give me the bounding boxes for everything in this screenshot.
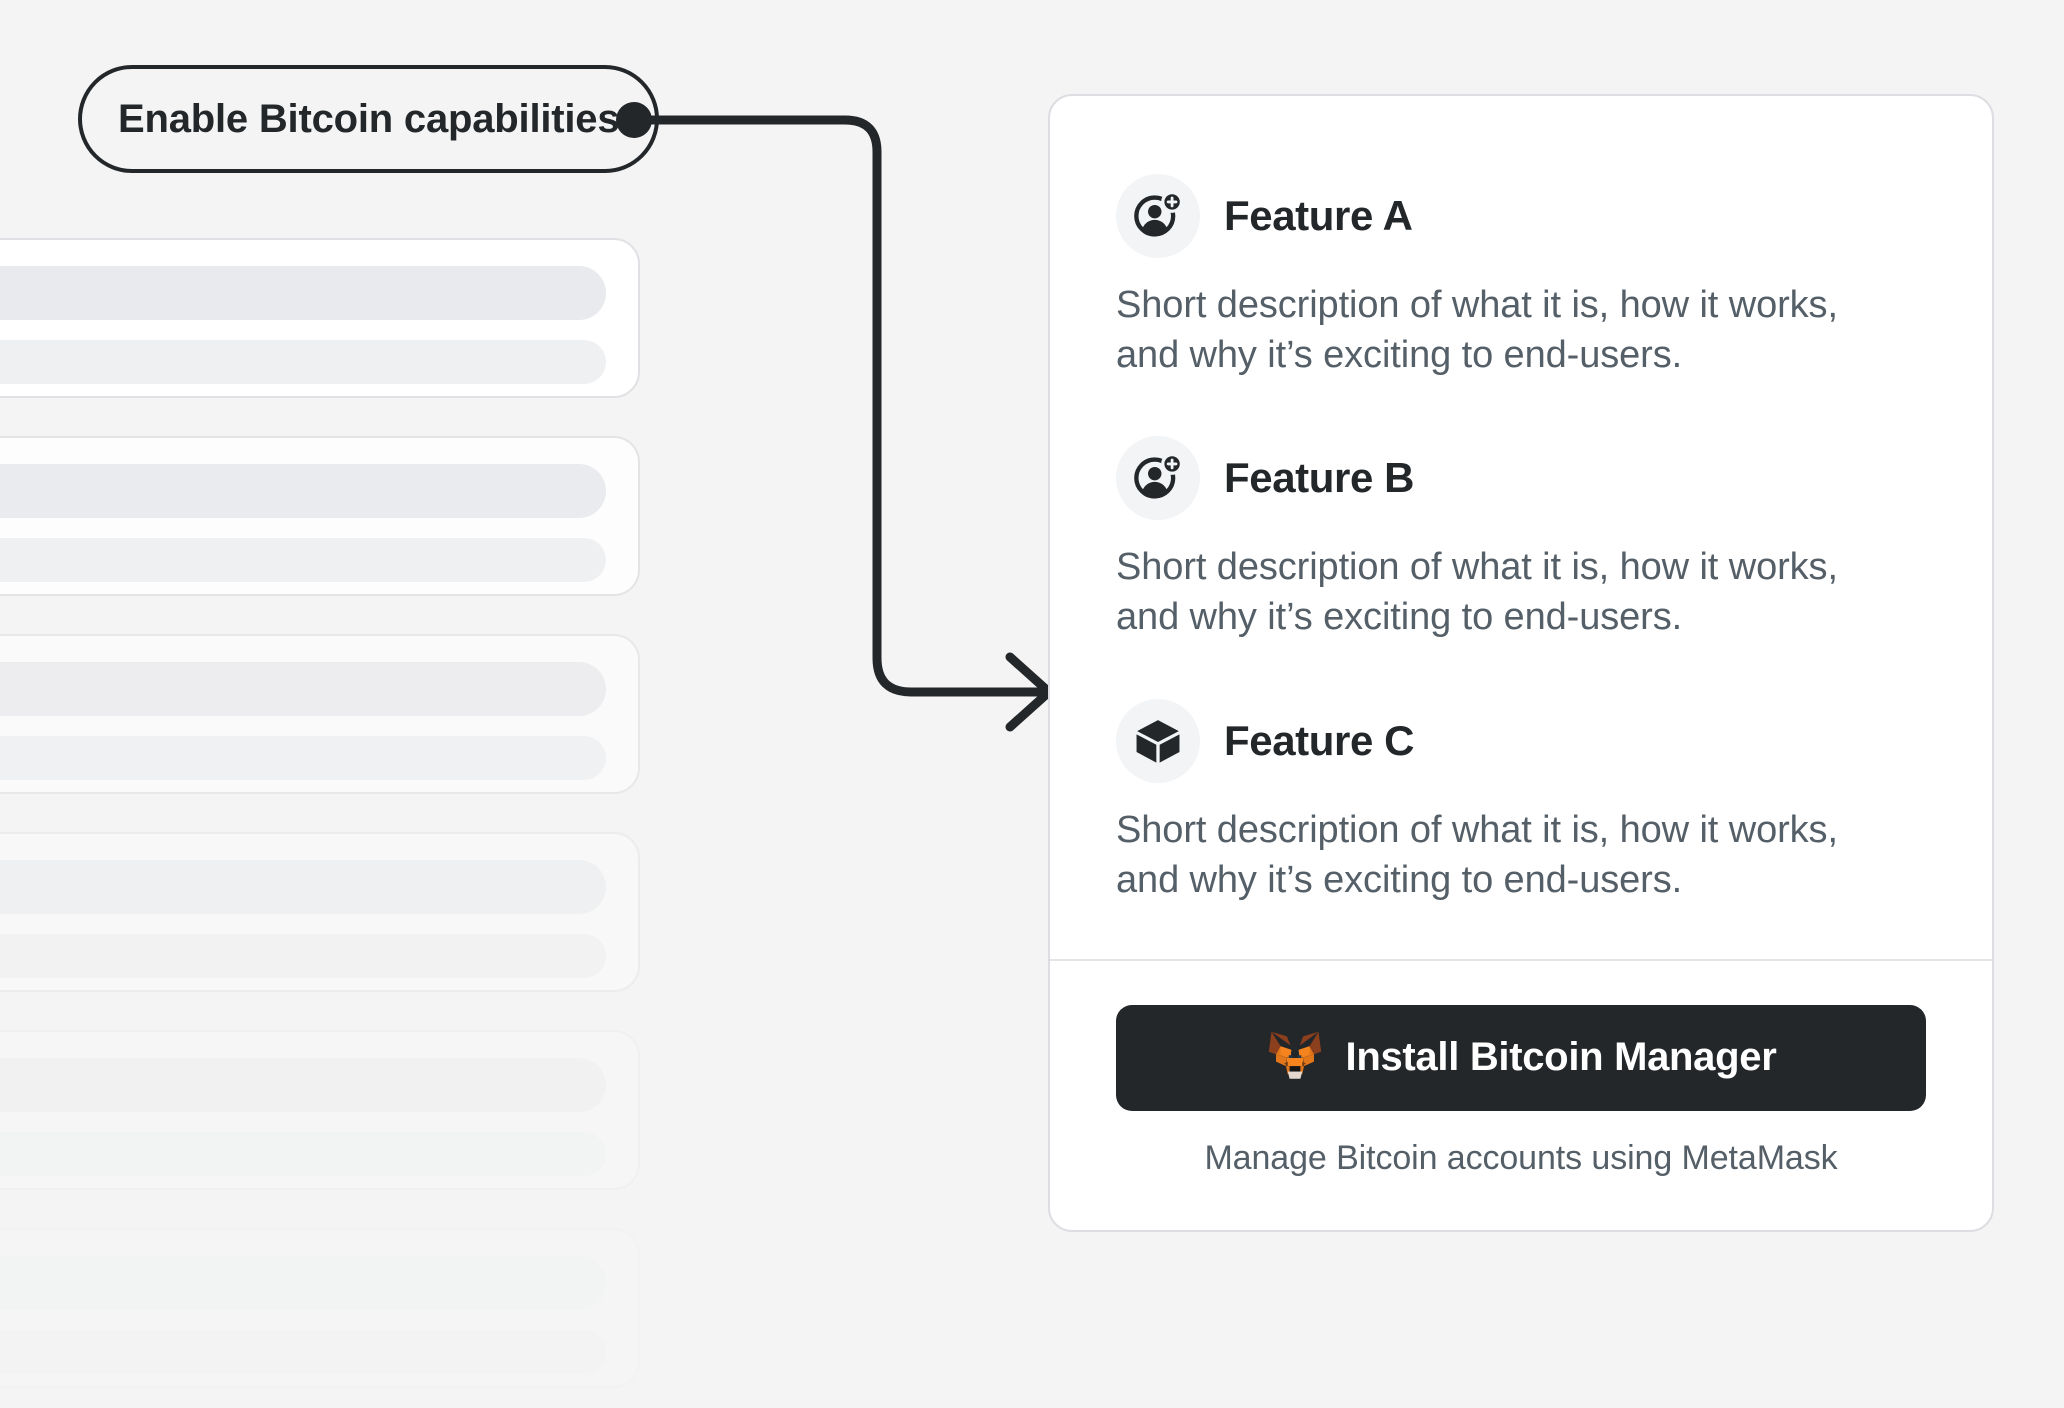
placeholder-card [0,1030,640,1190]
callout-label-text: Enable Bitcoin capabilities [118,96,620,141]
callout-label: Enable Bitcoin capabilities [78,65,660,173]
install-bitcoin-manager-button[interactable]: Install Bitcoin Manager [1116,1004,1926,1111]
placeholder-bar-secondary [0,736,606,780]
placeholder-card [0,832,640,992]
placeholder-bar-primary [0,1256,606,1310]
feature-header: Feature A [1116,174,1926,258]
feature-item: Feature B Short description of what it i… [1116,436,1926,642]
placeholder-bar-primary [0,1058,606,1112]
placeholder-bar-primary [0,266,606,320]
feature-list: Feature A Short description of what it i… [1050,96,1992,959]
feature-item: Feature C Short description of what it i… [1116,698,1926,905]
install-button-label: Install Bitcoin Manager [1345,1035,1777,1080]
feature-description: Short description of what it is, how it … [1116,546,1838,639]
placeholder-card-list [0,238,640,1408]
placeholder-card [0,634,640,794]
placeholder-bar-secondary [0,538,606,582]
placeholder-card [0,1228,640,1388]
feature-header: Feature C [1116,698,1926,783]
connector-arrowhead [1005,652,1054,732]
feature-item: Feature A Short description of what it i… [1116,174,1926,380]
feature-header: Feature B [1116,436,1926,521]
placeholder-card [0,238,640,398]
placeholder-bar-secondary [0,1132,606,1176]
footer-note: Manage Bitcoin accounts using MetaMask [1204,1138,1838,1177]
card-footer: Install Bitcoin Manager Manage Bitcoin a… [1050,961,1992,1230]
feature-title: Feature A [1224,192,1413,239]
feature-title: Feature C [1224,716,1415,764]
feature-description: Short description of what it is, how it … [1116,284,1838,377]
connector-path [629,115,1053,697]
placeholder-bar-primary [0,662,606,716]
placeholder-bar-secondary [0,1330,606,1374]
cube-icon [1116,698,1200,783]
card-divider [1050,958,1992,961]
placeholder-bar-primary [0,860,606,914]
placeholder-bar-secondary [0,340,606,384]
add-account-icon [1116,174,1200,258]
feature-title: Feature B [1224,454,1415,502]
placeholder-card [0,436,640,596]
add-account-icon [1116,436,1200,521]
feature-card: Feature A Short description of what it i… [1048,94,1994,1232]
metamask-fox-icon [1266,1030,1324,1086]
feature-description: Short description of what it is, how it … [1116,808,1838,901]
placeholder-bar-primary [0,464,606,518]
placeholder-bar-secondary [0,934,606,978]
